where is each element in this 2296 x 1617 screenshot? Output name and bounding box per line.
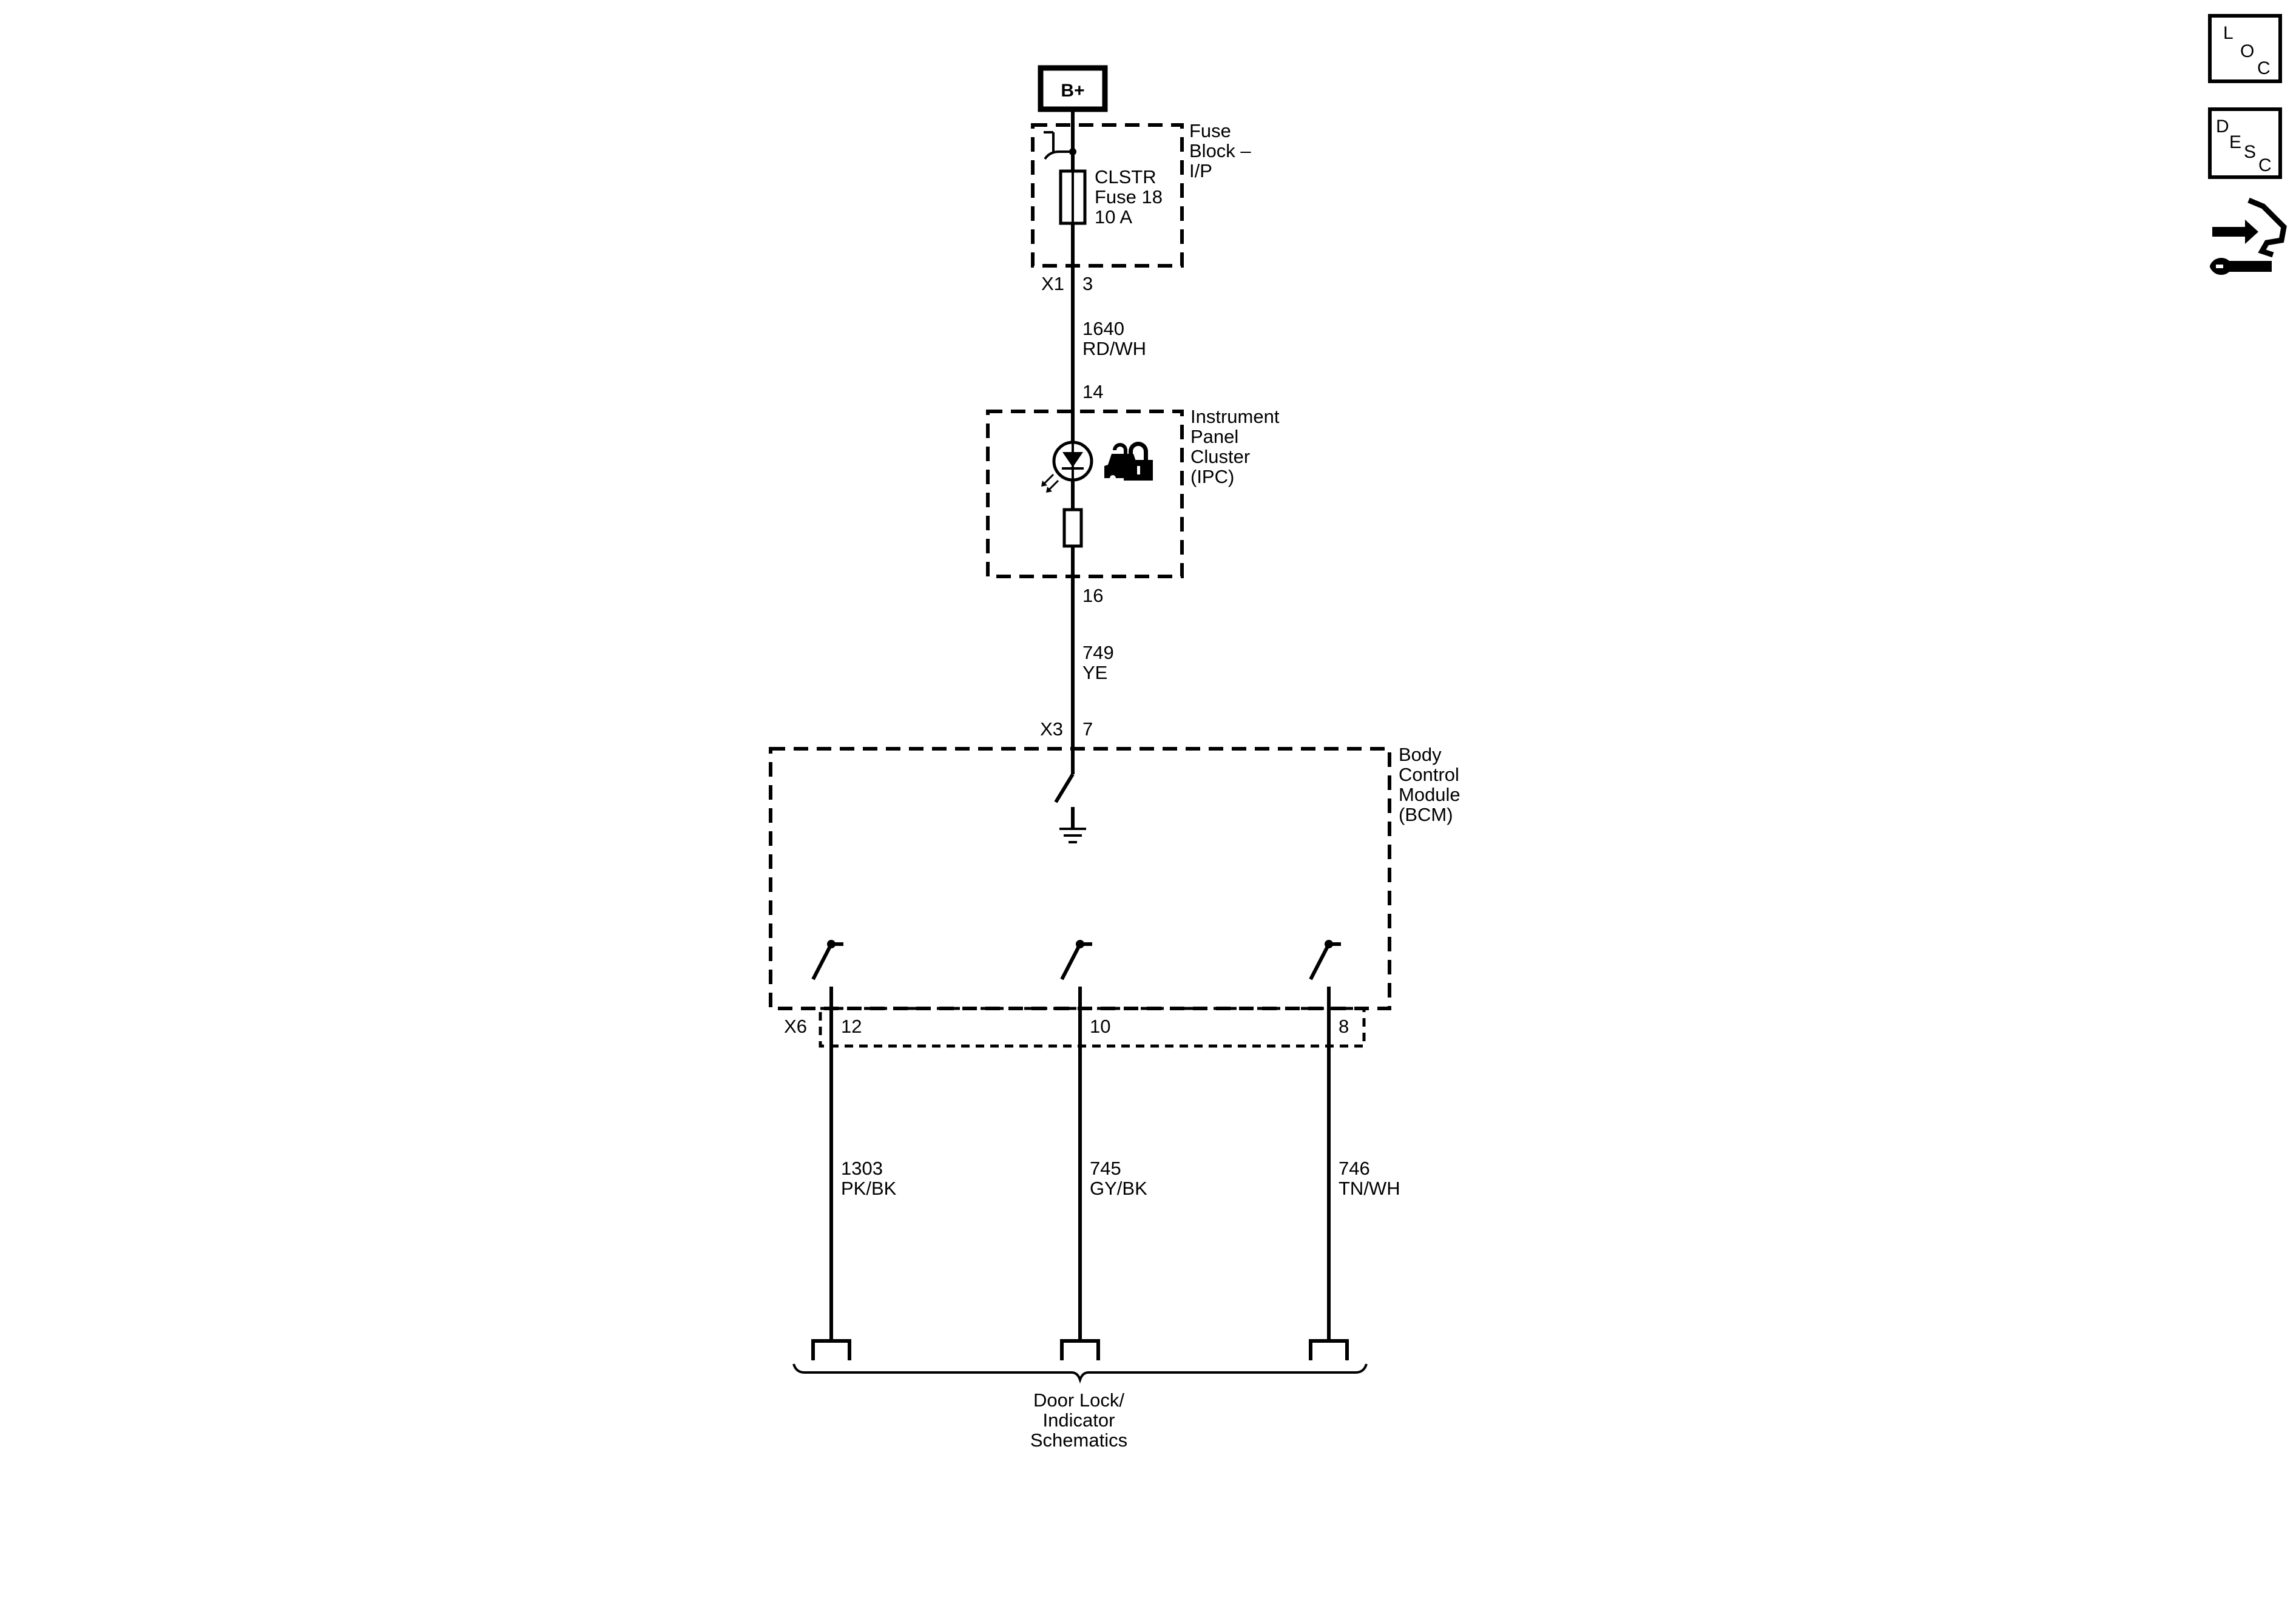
- pin-x6-8-label: 8: [1339, 1016, 1349, 1037]
- ipc-pin-in-label: 14: [1082, 381, 1103, 402]
- ipc-name-line-1: Instrument: [1190, 406, 1280, 427]
- desc-icon-letter-4: C: [2258, 155, 2272, 175]
- connector-x3-label: X3: [1040, 718, 1063, 740]
- wire-746-circuit: 746: [1339, 1158, 1370, 1179]
- wire-1303-color: PK/BK: [841, 1178, 897, 1199]
- fuse-label-line-2: Fuse 18: [1095, 186, 1163, 208]
- instrument-panel-cluster: Instrument Panel Cluster (IPC): [986, 406, 1280, 578]
- loc-icon-letter-2: O: [2240, 41, 2254, 61]
- reference-line-1: Door Lock/: [1033, 1389, 1124, 1411]
- fuse-block-name-line-3: I/P: [1189, 160, 1212, 181]
- wire-745-color: GY/BK: [1090, 1178, 1147, 1199]
- wire-749-color: YE: [1082, 662, 1107, 683]
- ipc-pin-out-label: 16: [1082, 585, 1103, 606]
- wire-749: 749 YE: [1071, 576, 1114, 749]
- pin-x6-10-label: 10: [1090, 1016, 1110, 1037]
- desc-icon-letter-2: E: [2229, 132, 2241, 152]
- wire-745: 745 GY/BK: [1060, 1008, 1147, 1360]
- fuse-clstr: CLSTR Fuse 18 10 A: [1059, 125, 1163, 228]
- wire-1640-color: RD/WH: [1082, 338, 1146, 359]
- power-source-label: B+: [1061, 81, 1084, 101]
- ipc-resistor: [1062, 508, 1083, 576]
- bcm-output-switch-3: [1309, 940, 1341, 1008]
- desc-icon[interactable]: D E S C: [2208, 107, 2282, 179]
- reference-brace: [792, 1363, 1368, 1384]
- ipc-name-line-3: Cluster: [1190, 446, 1250, 467]
- ground-icon: [1059, 828, 1086, 843]
- pin-x1-3-label: 3: [1082, 273, 1093, 294]
- bcm-name-line-4: (BCM): [1399, 804, 1453, 825]
- connector-x6-label: X6: [784, 1016, 807, 1037]
- wire-746: 746 TN/WH: [1309, 1008, 1400, 1360]
- fuse-block-ip: Fuse Block – I/P: [1031, 120, 1251, 268]
- reference-door-lock-indicator-schematics: Door Lock/ Indicator Schematics: [1030, 1389, 1127, 1451]
- fuse-label-line-1: CLSTR: [1095, 166, 1156, 187]
- power-source-b-plus: B+: [1038, 65, 1108, 112]
- bcm-name-line-2: Control: [1399, 764, 1459, 785]
- bcm-output-switch-2: [1060, 940, 1092, 1008]
- bcm-output-switch-1: [811, 940, 843, 1008]
- wire-1640-circuit: 1640: [1082, 318, 1124, 339]
- desc-icon-letter-3: S: [2244, 142, 2256, 162]
- ipc-name-line-4: (IPC): [1190, 466, 1234, 487]
- connector-x1-label: X1: [1041, 273, 1064, 294]
- ipc-name-line-2: Panel: [1190, 426, 1238, 447]
- wire-749-circuit: 749: [1082, 642, 1114, 663]
- connector-wrench-icon[interactable]: [2210, 197, 2287, 275]
- wire-1303: 1303 PK/BK: [811, 1008, 897, 1360]
- door-lock-indicator-icon: [1104, 442, 1153, 481]
- wire-745-circuit: 745: [1090, 1158, 1121, 1179]
- bcm-name-line-3: Module: [1399, 784, 1460, 805]
- reference-line-3: Schematics: [1030, 1430, 1127, 1451]
- loc-icon[interactable]: L O C: [2208, 14, 2282, 83]
- fuse-label-line-3: 10 A: [1095, 206, 1132, 228]
- loc-icon-letter-1: L: [2223, 23, 2234, 43]
- bcm-name-line-1: Body: [1399, 744, 1442, 765]
- desc-icon-letter-1: D: [2216, 116, 2229, 137]
- fuse-block-name-line-2: Block –: [1189, 140, 1251, 161]
- wire-1303-circuit: 1303: [841, 1158, 883, 1179]
- connector-x6: X6 12 10 8: [784, 1007, 1366, 1048]
- bcm-input-switch: [1054, 749, 1075, 828]
- loc-icon-letter-3: C: [2257, 58, 2271, 78]
- pin-x3-7-label: 7: [1082, 718, 1093, 740]
- pin-x6-12-label: 12: [841, 1016, 862, 1037]
- led-indicator: [1041, 411, 1093, 510]
- reference-line-2: Indicator: [1043, 1409, 1115, 1431]
- fuse-block-name-line-1: Fuse: [1189, 120, 1231, 141]
- wire-746-color: TN/WH: [1339, 1178, 1400, 1199]
- wire-1640: 1640 RD/WH: [1071, 223, 1146, 411]
- body-control-module: Body Control Module (BCM): [769, 744, 1460, 1010]
